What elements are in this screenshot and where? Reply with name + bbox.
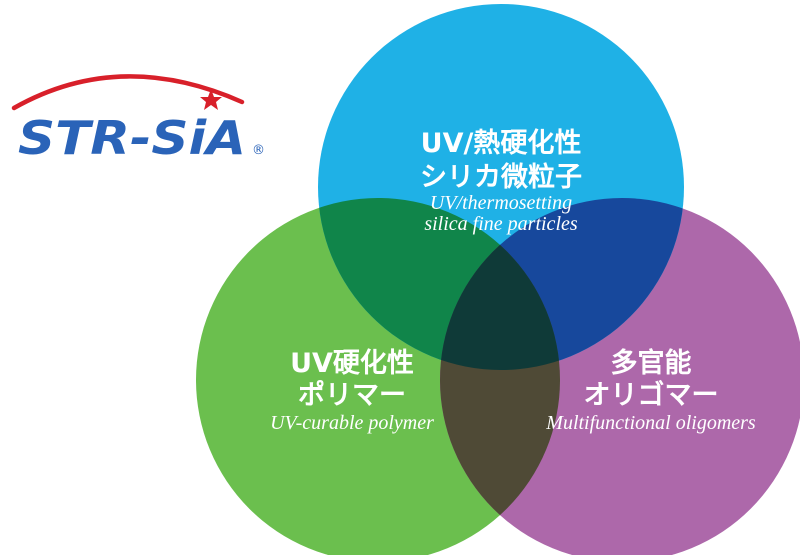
logo-arc bbox=[11, 74, 245, 111]
right-circle-subtitle: Multifunctional oligomers bbox=[545, 412, 756, 434]
right-circle-title-line2: オリゴマー bbox=[584, 379, 719, 411]
overlap-center bbox=[440, 198, 560, 370]
left-circle-title-line2: ポリマー bbox=[298, 380, 406, 411]
left-circle-subtitle: UV-curable polymer bbox=[270, 412, 434, 434]
top-circle-title-line1: UV/熱硬化性 bbox=[421, 128, 582, 159]
registered-mark: ® bbox=[252, 143, 265, 158]
top-circle-subtitle-line2: silica fine particles bbox=[424, 213, 578, 235]
star-icon bbox=[200, 89, 222, 110]
str-sia-logo: STR-SiA ® bbox=[11, 74, 265, 165]
logo-text: STR-SiA bbox=[18, 111, 246, 165]
left-circle-title-line1: UV硬化性 bbox=[290, 348, 414, 379]
top-circle-title-line2: シリカ微粒子 bbox=[420, 162, 582, 193]
top-circle-subtitle-line1: UV/thermosetting bbox=[430, 192, 572, 214]
right-circle-title-line1: 多官能 bbox=[611, 347, 692, 379]
